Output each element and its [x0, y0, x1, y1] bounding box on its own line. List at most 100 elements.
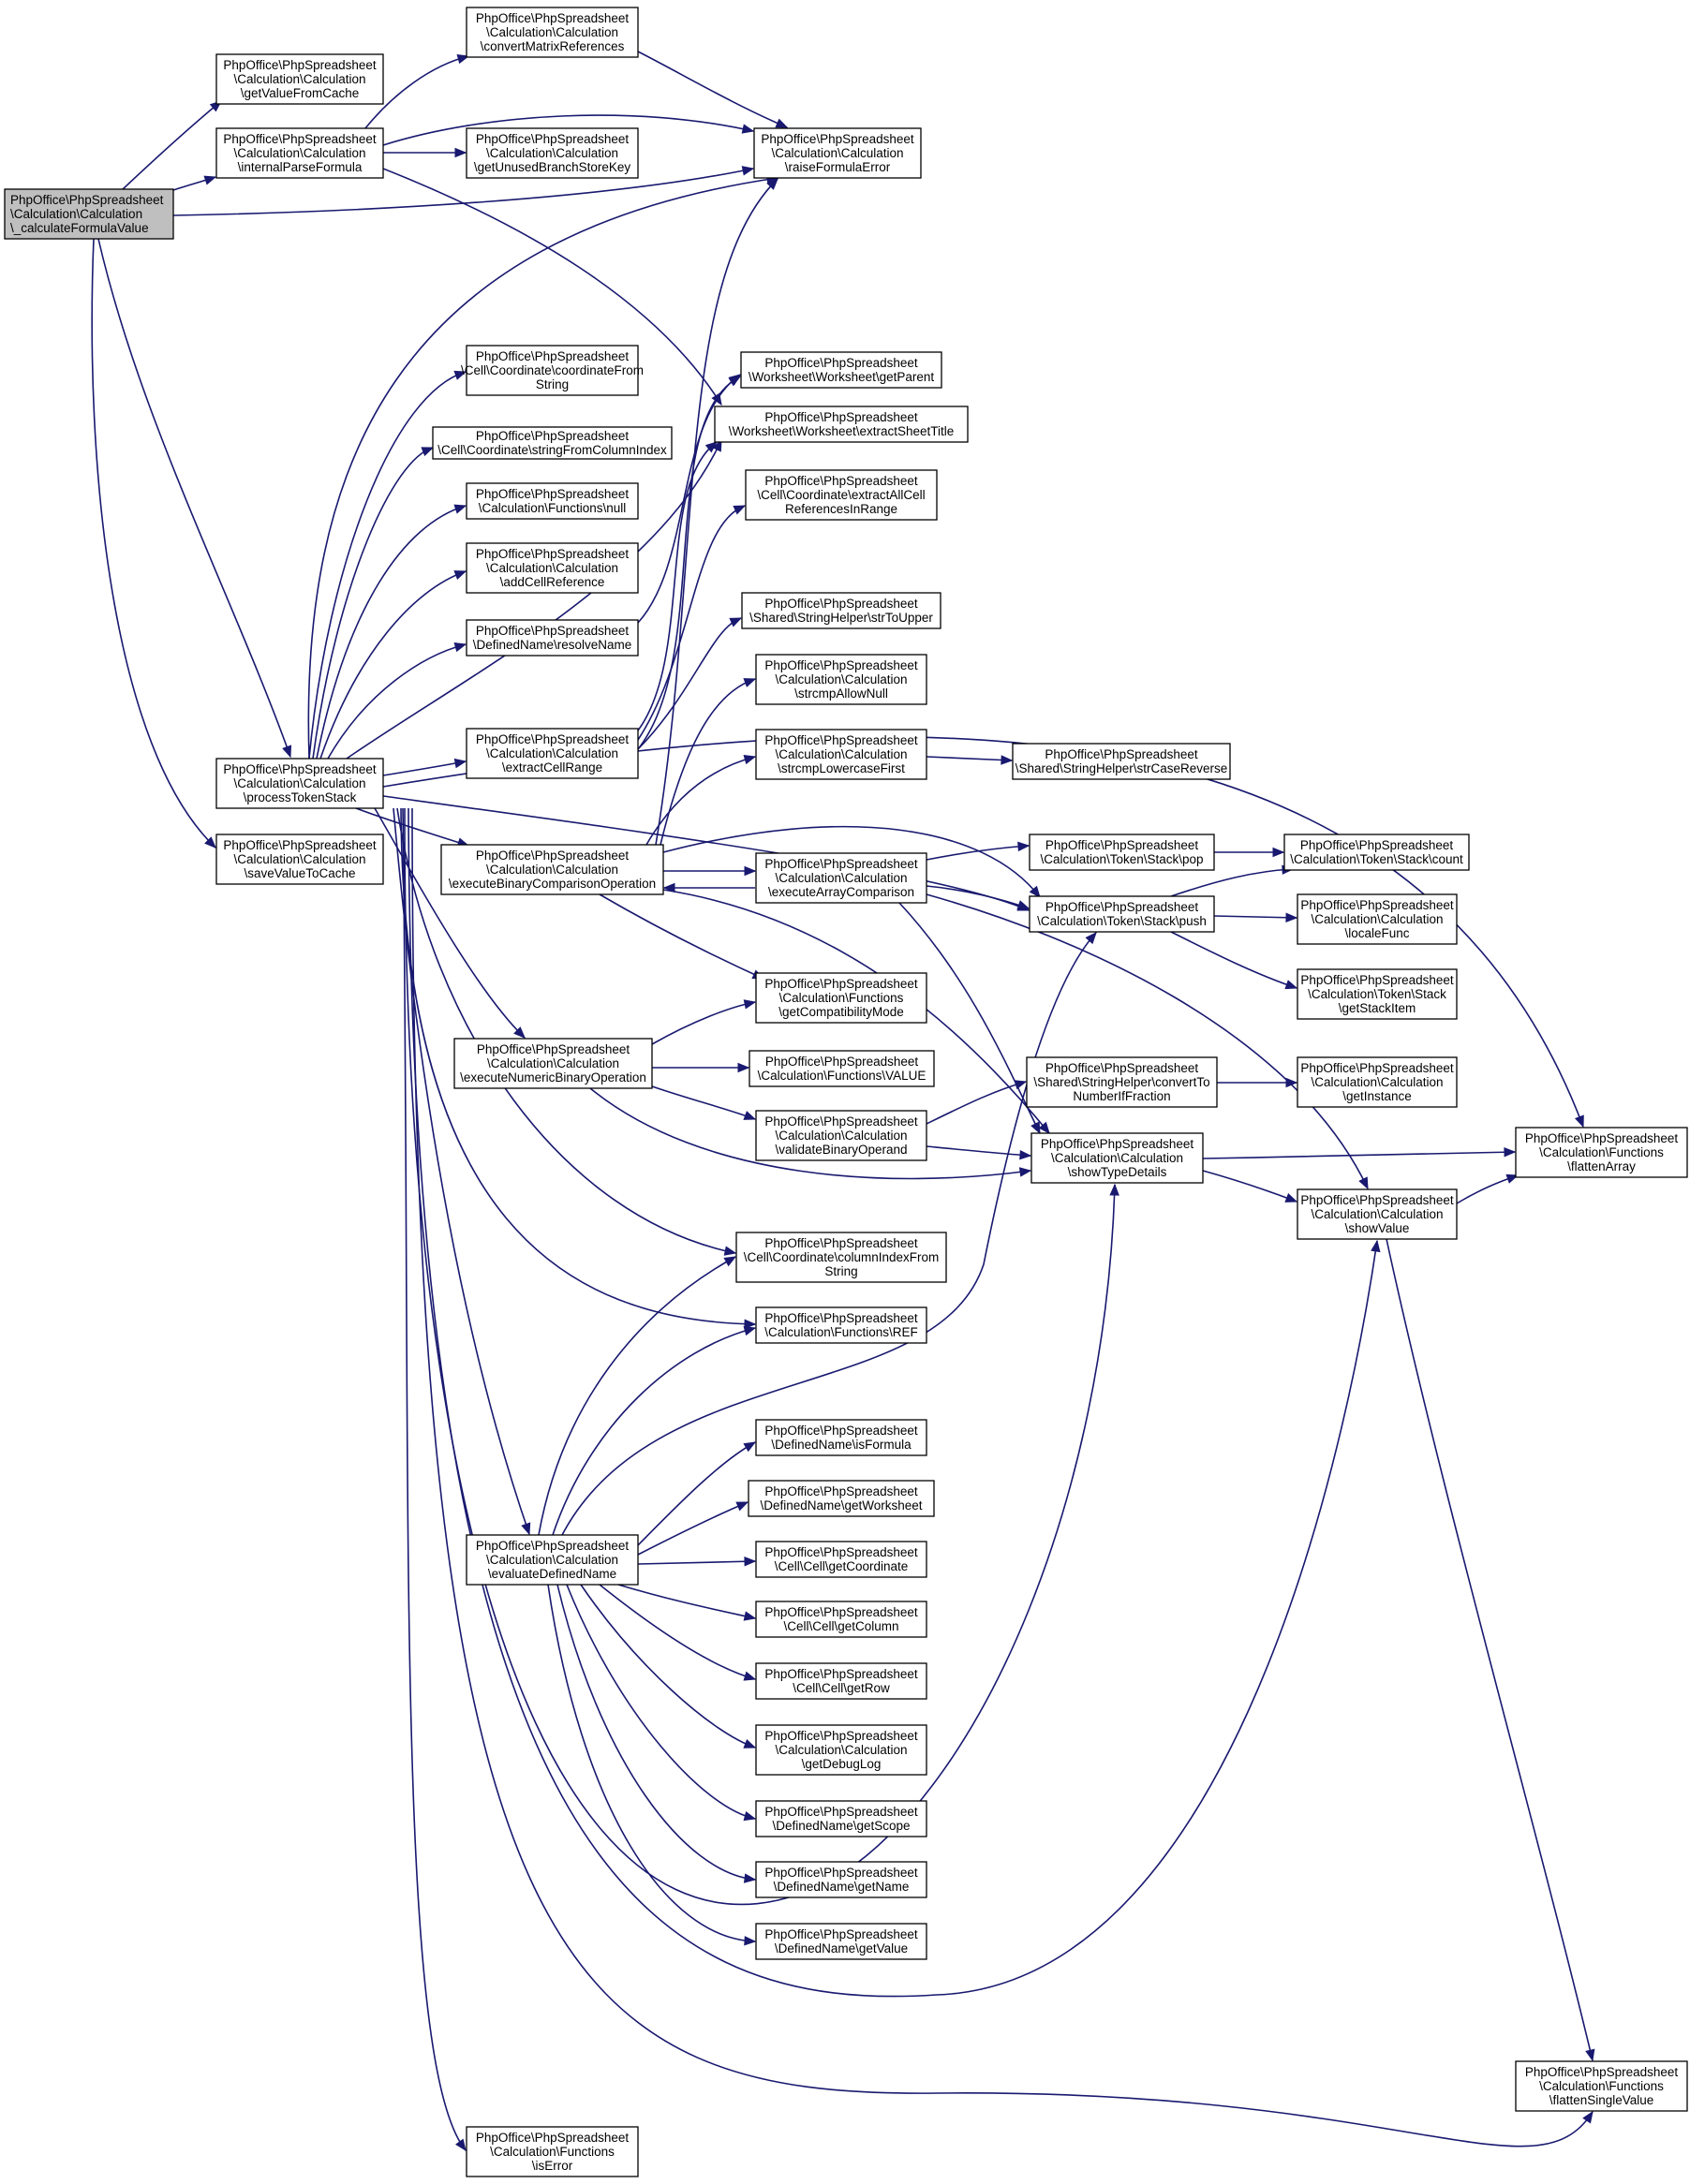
node-box	[466, 482, 639, 520]
node-strcmpAllowNull[interactable]: PhpOffice\PhpSpreadsheet\Calculation\Cal…	[755, 654, 927, 705]
node-functionsRef[interactable]: PhpOffice\PhpSpreadsheet\Calculation\Fun…	[755, 1306, 927, 1344]
node-executeBinaryComparisonOperation[interactable]: PhpOffice\PhpSpreadsheet\Calculation\Cal…	[440, 844, 664, 895]
node-showValue[interactable]: PhpOffice\PhpSpreadsheet\Calculation\Cal…	[1297, 1188, 1458, 1240]
node-isFormula[interactable]: PhpOffice\PhpSpreadsheet\DefinedName\isF…	[755, 1419, 927, 1456]
node-label-line: \showTypeDetails	[1068, 1165, 1167, 1179]
node-getDebugLog[interactable]: PhpOffice\PhpSpreadsheet\Calculation\Cal…	[755, 1724, 927, 1776]
node-box	[466, 2126, 639, 2177]
function-nodes: PhpOffice\PhpSpreadsheet \Calculation\Cal…	[4, 7, 1688, 2177]
node-label-line: \Cell\Coordinate\columnIndexFrom	[744, 1250, 940, 1264]
node-label-line: \Calculation\Calculation	[233, 72, 365, 86]
node-executeArrayComparison[interactable]: PhpOffice\PhpSpreadsheet\Calculation\Cal…	[755, 852, 927, 904]
node-strToUpper[interactable]: PhpOffice\PhpSpreadsheet\Shared\StringHe…	[741, 592, 941, 629]
node-convertMatrixReferences[interactable]: PhpOffice\PhpSpreadsheet\Calculation\Cal…	[466, 7, 639, 58]
node-label-line: PhpOffice\PhpSpreadsheet	[476, 624, 630, 638]
node-label-line: PhpOffice\PhpSpreadsheet	[223, 762, 377, 776]
node-label-line: PhpOffice\PhpSpreadsheet	[476, 11, 630, 25]
node-getUnusedBranchStoreKey[interactable]: PhpOffice\PhpSpreadsheet\Calculation\Cal…	[466, 127, 639, 179]
node-columnIndexFromString[interactable]: PhpOffice\PhpSpreadsheet\Cell\Coordinate…	[735, 1232, 947, 1283]
edge-evaluateDefinedName-to-getRow	[599, 1584, 756, 1680]
node-label-line: PhpOffice\PhpSpreadsheet	[764, 1545, 918, 1559]
node-label-line: \Calculation\Calculation	[1051, 1151, 1183, 1165]
node-getRow[interactable]: PhpOffice\PhpSpreadsheet\Cell\Cell\getRo…	[755, 1662, 927, 1700]
edge-processTokenStack-to-stringFromColumnIndex	[312, 447, 434, 760]
node-functionsNull[interactable]: PhpOffice\PhpSpreadsheet\Calculation\Fun…	[466, 482, 639, 520]
arrowhead-calculateFormulaValue-to-saveValueToCache	[204, 836, 216, 849]
node-extractSheetTitle[interactable]: PhpOffice\PhpSpreadsheet\Worksheet\Works…	[714, 406, 969, 443]
node-getWorksheet[interactable]: PhpOffice\PhpSpreadsheet\DefinedName\get…	[748, 1480, 935, 1517]
edge-internalParseFormula-to-extractSheetTitle	[382, 168, 722, 406]
node-box	[453, 1038, 653, 1089]
node-resolveName[interactable]: PhpOffice\PhpSpreadsheet\DefinedName\res…	[466, 619, 639, 657]
node-label-line: \strcmpLowercaseFirst	[778, 761, 905, 775]
node-getInstance[interactable]: PhpOffice\PhpSpreadsheet\Calculation\Cal…	[1297, 1056, 1458, 1108]
node-getColumn[interactable]: PhpOffice\PhpSpreadsheet\Cell\Cell\getCo…	[755, 1601, 927, 1638]
node-stackPush[interactable]: PhpOffice\PhpSpreadsheet\Calculation\Tok…	[1029, 895, 1215, 933]
node-convertToNumberIfFraction[interactable]: PhpOffice\PhpSpreadsheet\Shared\StringHe…	[1026, 1056, 1218, 1108]
node-extractCellRange[interactable]: PhpOffice\PhpSpreadsheet\Calculation\Cal…	[466, 728, 639, 779]
node-label-line: \raiseFormulaError	[785, 160, 891, 174]
node-validateBinaryOperand[interactable]: PhpOffice\PhpSpreadsheet\Calculation\Cal…	[755, 1110, 927, 1161]
node-raiseFormulaError[interactable]: PhpOffice\PhpSpreadsheet\Calculation\Cal…	[753, 127, 922, 179]
arrowhead-stackPop-to-stackCount	[1272, 847, 1285, 858]
arrowhead-internalParseFormula-to-getUnusedBranchStoreKey	[454, 147, 467, 158]
node-showTypeDetails[interactable]: PhpOffice\PhpSpreadsheet\Calculation\Cal…	[1030, 1132, 1204, 1184]
node-label-line: PhpOffice\PhpSpreadsheet	[1300, 1193, 1454, 1207]
node-functionsValue[interactable]: PhpOffice\PhpSpreadsheet\Calculation\Fun…	[749, 1050, 935, 1087]
node-internalParseFormula[interactable]: PhpOffice\PhpSpreadsheet\Calculation\Cal…	[215, 127, 384, 179]
node-processTokenStack[interactable]: PhpOffice\PhpSpreadsheet\Calculation\Cal…	[215, 758, 384, 809]
node-flattenArray[interactable]: PhpOffice\PhpSpreadsheet\Calculation\Fun…	[1515, 1127, 1688, 1178]
node-strcmpLowercaseFirst[interactable]: PhpOffice\PhpSpreadsheet\Calculation\Cal…	[755, 729, 927, 780]
node-extractAllCellReferencesInRange[interactable]: PhpOffice\PhpSpreadsheet\Cell\Coordinate…	[745, 469, 938, 521]
node-flattenSingleValue[interactable]: PhpOffice\PhpSpreadsheet\Calculation\Fun…	[1515, 2060, 1688, 2112]
node-addCellReference[interactable]: PhpOffice\PhpSpreadsheet\Calculation\Cal…	[466, 542, 639, 594]
node-label-line: \showValue	[1345, 1221, 1410, 1235]
node-label-line: \Calculation\Functions\VALUE	[758, 1069, 927, 1083]
node-getValue[interactable]: PhpOffice\PhpSpreadsheet\DefinedName\get…	[755, 1923, 927, 1960]
node-box	[755, 1110, 927, 1161]
node-executeNumericBinaryOperation[interactable]: PhpOffice\PhpSpreadsheet\Calculation\Cal…	[453, 1038, 653, 1089]
arrowhead-evaluateDefinedName-to-functionsRef	[743, 1325, 757, 1336]
node-label-line: \Calculation\Functions\REF	[764, 1325, 918, 1339]
node-getCoordinate[interactable]: PhpOffice\PhpSpreadsheet\Cell\Cell\getCo…	[755, 1541, 927, 1578]
node-stackPop[interactable]: PhpOffice\PhpSpreadsheet\Calculation\Tok…	[1029, 834, 1215, 871]
node-box	[215, 834, 384, 885]
node-strCaseReverse[interactable]: PhpOffice\PhpSpreadsheet\Shared\StringHe…	[1012, 743, 1231, 780]
node-label-line: \Calculation\Functions\null	[479, 501, 627, 515]
edge-evaluateDefinedName-to-getScope	[566, 1584, 756, 1820]
edge-evaluateDefinedName-to-getValue	[547, 1584, 756, 1942]
node-getName[interactable]: PhpOffice\PhpSpreadsheet\DefinedName\get…	[755, 1861, 927, 1898]
node-box	[432, 426, 673, 460]
node-box	[1515, 1127, 1688, 1178]
node-getValueFromCache[interactable]: PhpOffice\PhpSpreadsheet\Calculation\Cal…	[215, 53, 384, 105]
node-label-line: \Calculation\Functions	[1539, 2079, 1664, 2093]
node-label-line: \Calculation\Token\Stack\count	[1290, 852, 1463, 866]
node-getScope[interactable]: PhpOffice\PhpSpreadsheet\DefinedName\get…	[755, 1800, 927, 1837]
node-coordinateFromString[interactable]: PhpOffice\PhpSpreadsheet\Cell\Coordinate…	[461, 345, 644, 396]
node-label-line: PhpOffice\PhpSpreadsheet	[764, 1927, 918, 1941]
arrowhead-executeArrayComparison-to-stackPush	[1016, 900, 1030, 910]
node-box	[215, 758, 384, 809]
node-localeFunc[interactable]: PhpOffice\PhpSpreadsheet\Calculation\Cal…	[1297, 893, 1458, 945]
node-stackCount[interactable]: PhpOffice\PhpSpreadsheet\Calculation\Tok…	[1283, 834, 1470, 871]
node-box	[749, 1050, 935, 1087]
node-calculateFormulaValue[interactable]: PhpOffice\PhpSpreadsheet\Calculation\Cal…	[4, 188, 174, 240]
node-getParent[interactable]: PhpOffice\PhpSpreadsheet\Worksheet\Works…	[740, 351, 942, 389]
edge-extractCellRange-to-extractSheetTitle	[637, 441, 718, 731]
node-saveValueToCache[interactable]: PhpOffice\PhpSpreadsheet\Calculation\Cal…	[215, 834, 384, 885]
edge-stackPush-to-stackCount	[1170, 868, 1294, 897]
node-stringFromColumnIndex[interactable]: PhpOffice\PhpSpreadsheet\Cell\Coordinate…	[432, 426, 673, 460]
edge-evaluateDefinedName-to-getName	[556, 1584, 756, 1881]
arrowhead-processTokenStack-to-extractCellRange	[453, 758, 467, 769]
node-functionsIsError[interactable]: PhpOffice\PhpSpreadsheet\Calculation\Fun…	[466, 2126, 639, 2177]
node-label-line: NumberIfFraction	[1073, 1089, 1170, 1103]
node-label-line: PhpOffice\PhpSpreadsheet	[764, 1605, 918, 1619]
node-label-line: \Cell\Cell\getColumn	[783, 1619, 898, 1633]
node-label-line: PhpOffice\PhpSpreadsheet	[1300, 1061, 1454, 1075]
arrowhead-calculateFormulaValue-to-internalParseFormula	[203, 175, 217, 185]
node-getCompatibilityMode[interactable]: PhpOffice\PhpSpreadsheet\Calculation\Fun…	[755, 972, 927, 1024]
node-label-line: String	[824, 1264, 857, 1278]
node-evaluateDefinedName[interactable]: PhpOffice\PhpSpreadsheet\Calculation\Cal…	[466, 1534, 639, 1586]
node-getStackItem[interactable]: PhpOffice\PhpSpreadsheet\Calculation\Tok…	[1297, 968, 1458, 1020]
